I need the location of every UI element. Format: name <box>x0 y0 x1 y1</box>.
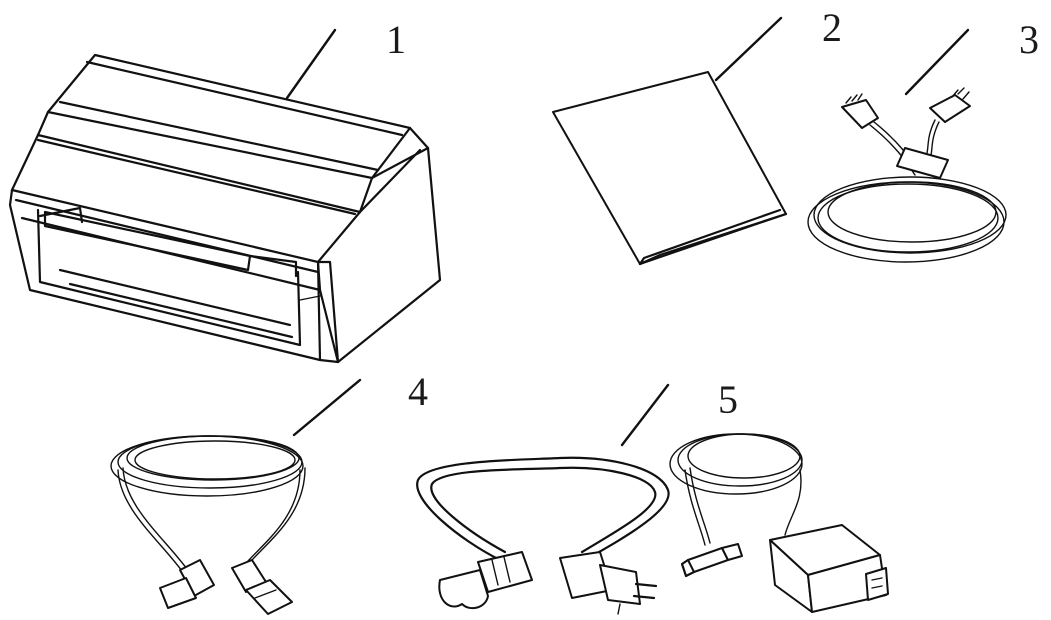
scanner-illustration <box>8 53 442 364</box>
callout-number-4: 4 <box>408 369 428 414</box>
power-adapter-illustration <box>669 433 889 613</box>
callout-number-5: 5 <box>718 377 738 422</box>
leader-line-4 <box>292 378 362 437</box>
callout-number-1: 1 <box>386 17 406 62</box>
callout-number-2: 2 <box>822 5 842 50</box>
usb-cable-illustration <box>110 435 306 615</box>
leader-line-3 <box>904 28 970 96</box>
leader-line-1 <box>285 28 337 100</box>
ethernet-cable-illustration <box>807 87 1007 263</box>
leader-line-2 <box>714 16 783 82</box>
callout-number-3: 3 <box>1019 17 1039 62</box>
quick-guide-illustration <box>552 71 788 266</box>
power-cord-illustration <box>416 456 670 615</box>
leader-line-5 <box>620 383 670 447</box>
